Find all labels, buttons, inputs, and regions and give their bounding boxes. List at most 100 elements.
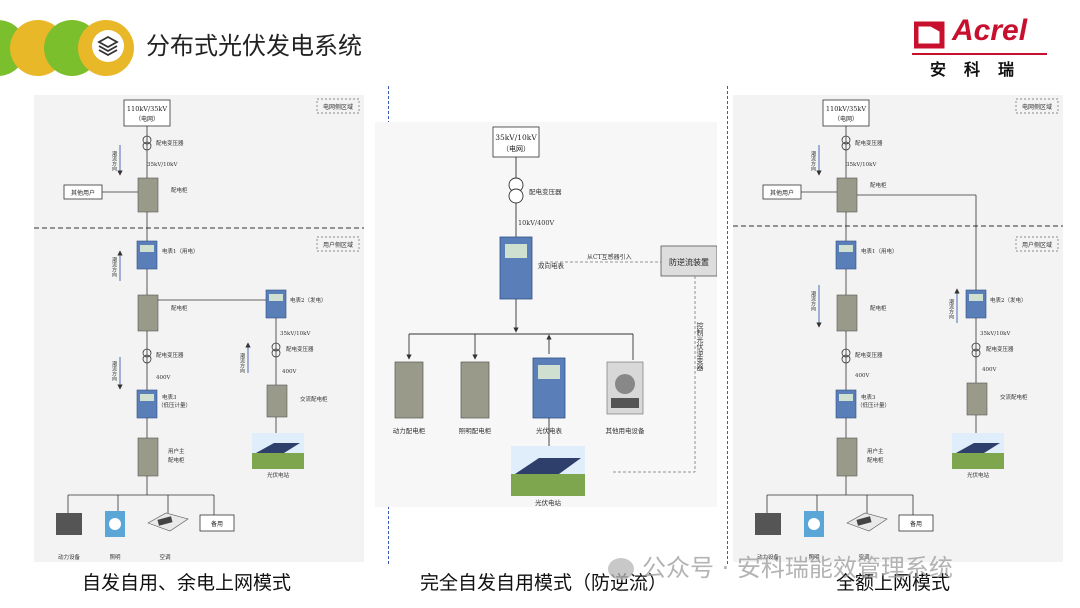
- grid-source-label-mid: 35kV/10kV: [495, 133, 537, 142]
- meter-3-label: 电表3: [162, 393, 177, 401]
- grid-source-sub-right: （电网）: [834, 115, 858, 123]
- ac-cabinet-label: 交流配电柜: [300, 395, 328, 403]
- ct-link-label: 从CT互感器引入: [587, 253, 632, 261]
- user-zone-label: 用户侧区域: [323, 241, 353, 249]
- air-conditioner-icon-right: [846, 512, 888, 532]
- v400-label-right-1: 400V: [855, 373, 870, 379]
- distribution-cabinet-1: [137, 177, 159, 213]
- watermark-text: 公众号 · 安科瑞能效管理系统: [642, 554, 953, 582]
- grid-source-box: [123, 99, 171, 127]
- voltage-label-mid: 10kV/400V: [518, 219, 555, 227]
- load-ac-label-right: 空调: [858, 553, 870, 561]
- other-equipment-label: 其他用电设备: [606, 426, 646, 435]
- diagram-self-use-surplus: 110kV/35kV （电网） 电网侧区域 配电变压器 35kV/10kV 潮流…: [34, 95, 364, 562]
- acrel-logo-mark: [913, 20, 948, 54]
- main-cabinet-sub-label-right: 配电柜: [867, 456, 884, 464]
- load-power-label: 动力设备: [58, 553, 81, 561]
- cabinet-right-2-label: 配电柜: [870, 304, 887, 312]
- lighting-icon-right: [804, 511, 824, 537]
- lighting-cabinet: [460, 361, 490, 419]
- transformer-label: 配电变压器: [156, 139, 184, 147]
- pv-station-label-mid: 光伏电站: [535, 498, 562, 507]
- flow-dir-label-4: 潮流方向: [111, 360, 117, 381]
- transformer-right-2-label: 配电变压器: [986, 345, 1014, 353]
- load-light-label: 照明: [109, 554, 121, 561]
- distribution-cabinet-2: [137, 294, 159, 332]
- flow-dir-label-1: 潮流方向: [111, 150, 117, 171]
- load-power-label-right: 动力设备: [757, 553, 780, 561]
- power-cabinet-label: 动力配电柜: [393, 426, 426, 435]
- caption-full-grid: 全额上网模式: [836, 572, 951, 594]
- spare-label: 备用: [211, 520, 223, 528]
- voltage-1-label-right: 35kV/10kV: [846, 162, 877, 168]
- logo-divider: [912, 53, 1047, 55]
- v400-label-2: 400V: [282, 369, 297, 375]
- anti-reverse-device: [660, 245, 718, 277]
- air-conditioner-icon: [147, 512, 189, 532]
- flow-dir-label-3: 潮流方向: [239, 352, 245, 373]
- caption-self-use-surplus: 自发自用、余电上网模式: [82, 572, 292, 594]
- pv-station-image-1: [252, 433, 304, 469]
- lighting-icon: [105, 511, 125, 537]
- flow-dir-label-2: 潮流方向: [111, 256, 117, 277]
- transformer-label-mid: 配电变压器: [529, 187, 562, 196]
- transformer-3-label: 配电变压器: [156, 351, 184, 359]
- transformer-label-right: 配电变压器: [855, 139, 883, 147]
- user-zone-label-right: 用户侧区域: [1022, 241, 1052, 249]
- pv-station-label-1: 光伏电站: [267, 471, 290, 479]
- grid-source-box-right: [822, 99, 870, 127]
- meter-1-label: 电表1（用电）: [162, 247, 199, 255]
- cabinet-1-label: 配电柜: [171, 186, 188, 194]
- acrel-logo-cn: 安科瑞: [930, 60, 1033, 79]
- caption-full-self-use: 完全自发自用模式（防逆流）: [420, 572, 668, 594]
- diagram-full-grid: 110kV/35kV （电网） 电网侧区域 配电变压器 35kV/10kV 潮流…: [733, 95, 1063, 562]
- cabinet-2-label: 配电柜: [171, 304, 188, 312]
- grid-source-box-mid: [492, 126, 540, 158]
- page-title: 分布式光伏发电系统: [146, 32, 362, 60]
- main-cabinet-label-right: 用户主: [867, 447, 884, 455]
- grid-source-sub-mid: （电网）: [502, 144, 530, 153]
- other-users-label-right: 其他用户: [770, 189, 794, 197]
- voltage-1-label: 35kV/10kV: [147, 162, 178, 168]
- anti-reverse-device-label: 防逆流装置: [669, 257, 709, 267]
- spare-label-right: 备用: [910, 520, 922, 528]
- grid-source-label: 110kV/35kV: [127, 105, 167, 113]
- grid-zone-label-right: 电网侧区域: [1022, 103, 1052, 111]
- grid-source-sub: （电网）: [135, 115, 159, 123]
- load-ac-label: 空调: [159, 553, 171, 561]
- v400-label-right-2: 400V: [982, 367, 997, 373]
- distribution-cabinet-right-2: [836, 294, 858, 332]
- ac-cabinet: [266, 384, 288, 418]
- lighting-cabinet-label: 照明配电柜: [459, 426, 492, 435]
- meter-right-3-sub-label: （低压计量）: [857, 401, 890, 409]
- meter-2-label: 电表2（发电）: [290, 296, 327, 304]
- pv-station-image-mid: [511, 446, 585, 496]
- meter-3-sub-label: （低压计量）: [158, 401, 191, 409]
- ac-cabinet-right: [966, 382, 988, 416]
- main-cabinet-sub-label: 配电柜: [168, 456, 185, 464]
- transformer-2-label: 配电变压器: [286, 345, 314, 353]
- ac-cabinet-label-right: 交流配电柜: [1000, 393, 1028, 401]
- bidirectional-meter-label: 双向电表: [538, 261, 565, 270]
- other-users-label: 其他用户: [71, 189, 95, 197]
- other-equipment-icon: [606, 361, 644, 415]
- diagram-full-self-use: 35kV/10kV （电网） 配电变压器 10kV/400V 双向电表 从CT互…: [375, 122, 718, 507]
- meter-right-3-label: 电表3: [861, 393, 876, 401]
- power-equipment-icon-right: [755, 513, 781, 535]
- meter-right-2-label: 电表2（发电）: [990, 296, 1027, 304]
- acrel-logo-text: Acrel: [952, 14, 1028, 47]
- main-cabinet-label: 用户主: [168, 447, 185, 455]
- watermark: 公众号 · 安科瑞能效管理系统: [608, 548, 953, 583]
- user-main-cabinet: [137, 437, 159, 477]
- flow-dir-label-right-3: 潮流方向: [810, 290, 816, 311]
- wechat-icon: [608, 558, 634, 580]
- power-cabinet: [394, 361, 424, 419]
- flow-dir-label-right-2: 潮流方向: [948, 298, 954, 319]
- load-light-label-right: 照明: [808, 554, 820, 561]
- v400-label-1: 400V: [156, 375, 171, 381]
- cabinet-right-1-label: 配电柜: [870, 181, 887, 189]
- grid-zone-label: 电网侧区域: [323, 103, 353, 111]
- voltage-2-label: 35kV/10kV: [280, 331, 311, 337]
- separator-right: [727, 86, 728, 564]
- power-equipment-icon: [56, 513, 82, 535]
